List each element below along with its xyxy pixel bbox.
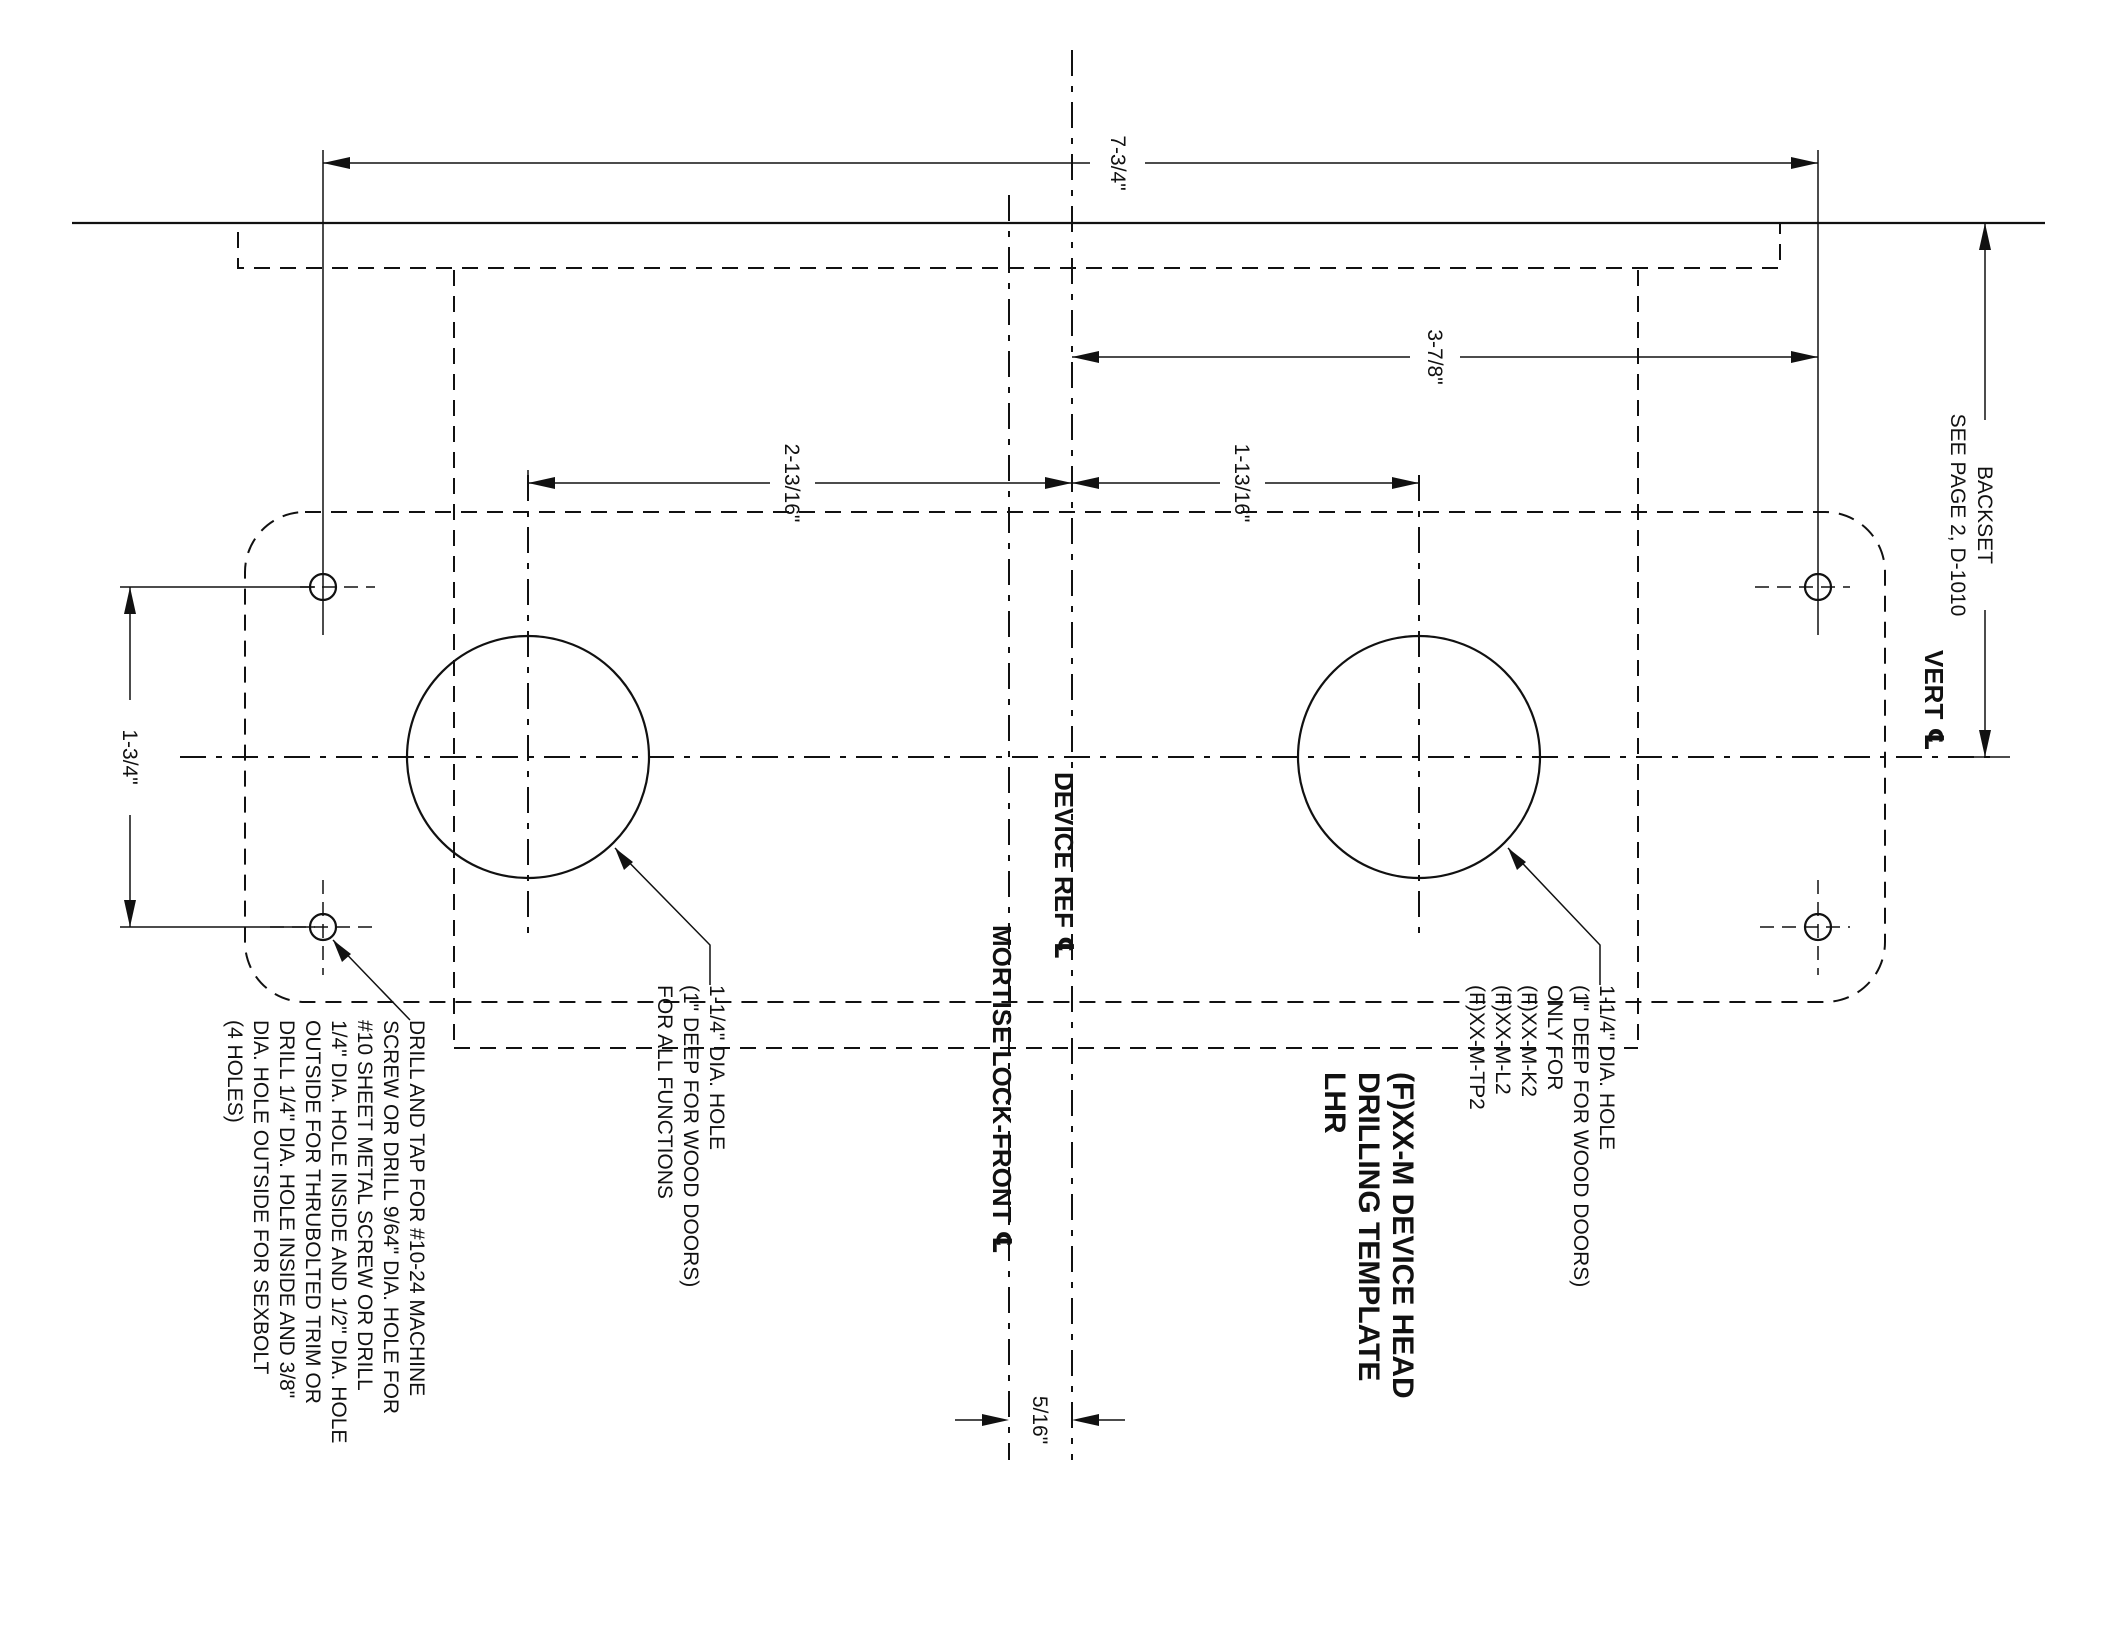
note-line: SCREW OR DRILL 9/64" DIA. HOLE FOR (379, 1020, 402, 1414)
note-line: (4 HOLES) (223, 1020, 246, 1123)
dim-overall-width (323, 157, 1818, 169)
note-line: FOR ALL FUNCTIONS (653, 985, 676, 1199)
vert-centerline-label: VERT℄ (1919, 650, 1949, 751)
dim-backset-offset-text: 3-7/8" (1423, 329, 1446, 384)
leader-left-hole (614, 847, 711, 985)
drawing-title: (F)XX-M DEVICE HEAD DRILLING TEMPLATE LH… (1318, 1072, 1419, 1399)
dim-left-hole-offset-text: 2-13/16" (780, 444, 803, 523)
note-line: #10 SHEET METAL SCREW OR DRILL (353, 1020, 376, 1391)
note-line: (F)XX-M-K2 (1517, 985, 1540, 1097)
note-line: (1" DEEP FOR WOOD DOORS) (679, 985, 702, 1287)
note-line: ONLY FOR (1543, 985, 1566, 1090)
note-line: (1" DEEP FOR WOOD DOORS) (1569, 985, 1592, 1287)
dim-overall-width-text: 7-3/4" (1106, 135, 1129, 190)
small-hole-bottom-right (1760, 880, 1850, 975)
note-line: 1-1/4" DIA. HOLE (705, 985, 728, 1150)
device-ref-centerline-label: DEVICE REF℄ (1049, 772, 1079, 959)
note-line: OUTSIDE FOR THRUBOLTED TRIM OR (301, 1020, 324, 1404)
backset-label: BACKSET (1973, 466, 1996, 564)
dim-left-hole-offset (527, 470, 1072, 495)
note-line: 1/4" DIA. HOLE INSIDE AND 1/2" DIA. HOLE (327, 1020, 350, 1443)
dim-vertical-spacing-text: 1-3/4" (118, 729, 141, 784)
note-line: DRILL AND TAP FOR #10-24 MACHINE (405, 1020, 428, 1396)
note-line: DRILL 1/4" DIA. HOLE INSIDE AND 3/8" (275, 1020, 298, 1398)
left-hole-note: 1-1/4" DIA. HOLE (1" DEEP FOR WOOD DOORS… (653, 985, 728, 1287)
small-hole-top-right (1755, 150, 1850, 635)
dim-front-offset-text: 5/16" (1028, 1396, 1051, 1444)
right-hole-note: 1-1/4" DIA. HOLE (1" DEEP FOR WOOD DOORS… (1465, 985, 1618, 1287)
dim-backset (1960, 222, 2010, 758)
dim-right-hole-offset-text: 1-13/16" (1230, 444, 1253, 523)
note-line: (F)XX-M-L2 (1491, 985, 1514, 1095)
note-line: 1-1/4" DIA. HOLE (1595, 985, 1618, 1150)
dim-backset-offset (1072, 351, 1818, 363)
mortise-front-centerline-label: MORTISE LOCK-FRONT℄ (987, 925, 1017, 1254)
note-line: DIA. HOLE OUTSIDE FOR SEXBOLT (249, 1020, 272, 1375)
title-line-2: DRILLING TEMPLATE (1352, 1072, 1385, 1381)
title-line-1: (F)XX-M DEVICE HEAD (1386, 1072, 1419, 1399)
small-holes-note: DRILL AND TAP FOR #10-24 MACHINE SCREW O… (223, 1020, 428, 1443)
leader-small-holes (332, 939, 411, 1021)
dim-front-offset (955, 1414, 1125, 1426)
dim-right-hole-offset (1072, 477, 1419, 489)
leader-right-hole (1507, 847, 1601, 985)
backset-reference-label: SEE PAGE 2, D-1010 (1946, 414, 1969, 617)
dim-vertical-spacing (120, 586, 315, 928)
note-line: (F)XX-M-TP2 (1465, 985, 1488, 1110)
title-line-3: LHR (1318, 1072, 1351, 1134)
